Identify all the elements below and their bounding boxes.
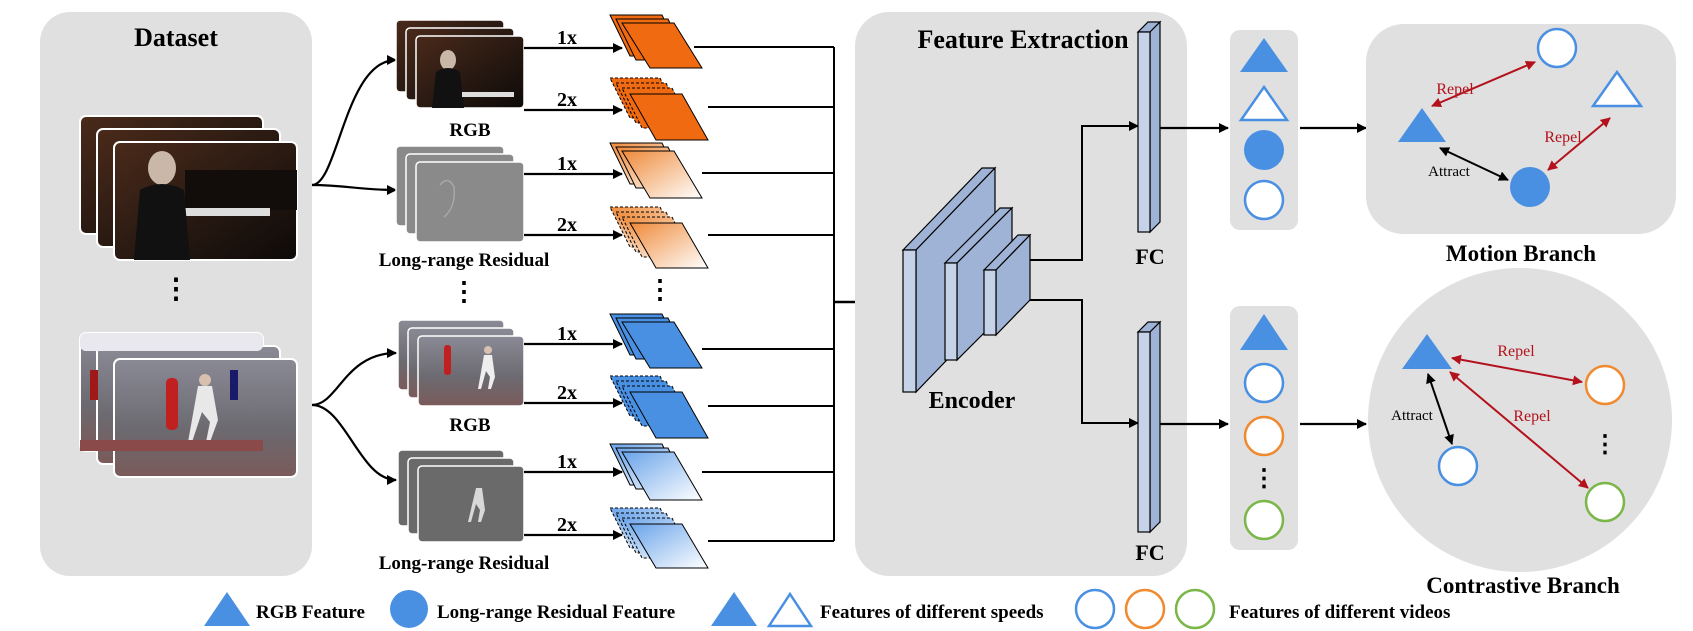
- contrastive-branch-blue-circle: [1437, 445, 1479, 487]
- rgb-feature-triangle-outline: [1238, 84, 1290, 122]
- motion-repel-label-2: Repel: [1544, 129, 1582, 146]
- legend-residual-circle-icon: [390, 590, 428, 628]
- legend-speed-triangle-icon: [711, 592, 757, 626]
- motion-triangle-outline: [1590, 69, 1644, 108]
- svg-text:2x: 2x: [557, 382, 577, 404]
- svg-text:2x: 2x: [557, 514, 577, 536]
- svg-text:1x: 1x: [557, 451, 577, 473]
- fc-layer-top: [1136, 20, 1162, 234]
- dataset-video-piano: [79, 115, 298, 261]
- residual-feature-circle-outline: [1243, 179, 1285, 221]
- feature-extraction-title: Feature Extraction: [917, 25, 1129, 54]
- speed-row-6: 2x: [524, 375, 709, 439]
- arrow-dataset-res-bottom: [311, 403, 397, 485]
- legend-residual-feature: Long-range Residual Feature: [437, 602, 675, 623]
- motion-branch-title: Motion Branch: [1446, 241, 1596, 266]
- motion-repel-arrow-2: [1547, 117, 1611, 171]
- contrastive-repel-label-2: Repel: [1513, 408, 1551, 425]
- residual-feature-circle: [1244, 130, 1284, 170]
- dataset-video-gym: [79, 332, 298, 478]
- dataset-dots: ⋮: [162, 274, 190, 305]
- legend-speed-triangle-outline-icon: [766, 591, 814, 628]
- motion-attract-label: Attract: [1428, 164, 1470, 180]
- legend-speed-features: Features of different speeds: [820, 602, 1044, 623]
- residual-frames-top: [395, 145, 525, 243]
- speed-row-8: 2x: [524, 507, 709, 569]
- rgb-frames-top: [395, 19, 525, 109]
- residual-label-top: Long-range Residual: [379, 250, 550, 271]
- contrastive-attract-label: Attract: [1391, 408, 1433, 424]
- contrastive-branch-dots: ⋮: [1593, 432, 1617, 458]
- fc-layer-bottom: [1136, 320, 1162, 534]
- rgb-feature-triangle: [1240, 38, 1288, 72]
- legend-green-circle-icon: [1174, 588, 1216, 630]
- legend-video-features: Features of different videos: [1229, 602, 1450, 623]
- contrastive-orange-circle: [1243, 415, 1285, 457]
- legend-blue-circle-icon: [1074, 588, 1116, 630]
- svg-text:1x: 1x: [557, 323, 577, 345]
- speed-row-4: 2x: [524, 206, 709, 269]
- legend-rgb-triangle-icon: [204, 592, 250, 626]
- contrastive-blue-circle: [1243, 362, 1285, 404]
- inputs-dots: ⋮: [451, 277, 477, 306]
- collector-lines: [694, 46, 835, 542]
- legend-orange-circle-icon: [1124, 588, 1166, 630]
- svg-text:2x: 2x: [557, 214, 577, 236]
- fc-label-top: FC: [1135, 244, 1164, 269]
- arrow-dataset-rgb-bottom: [311, 348, 397, 407]
- speed-row-3: 1x: [524, 142, 703, 199]
- rgb-frames-bottom: [397, 319, 525, 407]
- encoder-label: Encoder: [929, 388, 1016, 414]
- svg-text:2x: 2x: [557, 89, 577, 111]
- contrastive-repel-arrow-2: [1449, 371, 1589, 489]
- residual-label-bottom: Long-range Residual: [379, 553, 550, 574]
- motion-circle-outline: [1536, 27, 1578, 69]
- legend-rgb-feature: RGB Feature: [256, 602, 365, 623]
- arrow-encoder-fc-top: [1030, 121, 1139, 261]
- svg-text:1x: 1x: [557, 153, 577, 175]
- speed-row-5: 1x: [524, 313, 703, 369]
- contrastive-repel-label-1: Repel: [1497, 343, 1535, 360]
- arrow-encoder-fc-bottom: [1030, 299, 1139, 428]
- legend: RGB Feature Long-range Residual Feature …: [204, 588, 1450, 630]
- contrastive-rgb-triangle: [1240, 314, 1288, 350]
- motion-attract-arrow: [1439, 147, 1509, 181]
- rgb-label-bottom: RGB: [449, 415, 491, 436]
- contrastive-branch-green-circle: [1584, 481, 1626, 523]
- speed-row-1: 1x: [524, 14, 703, 69]
- motion-repel-label-1: Repel: [1436, 81, 1474, 98]
- residual-frames-bottom: [397, 449, 525, 543]
- fc-label-bottom: FC: [1135, 540, 1164, 565]
- motion-residual-circle: [1510, 167, 1550, 207]
- dataset-title: Dataset: [134, 23, 218, 52]
- arrow-dataset-rgb-top: [311, 55, 397, 187]
- speed-row-2: 2x: [524, 77, 709, 141]
- contrastive-branch-title: Contrastive Branch: [1426, 573, 1620, 598]
- contrastive-feature-dots: ⋮: [1252, 466, 1276, 492]
- speed-dots: ⋮: [647, 275, 673, 304]
- svg-text:1x: 1x: [557, 27, 577, 49]
- arrow-dataset-res-top: [311, 183, 397, 195]
- rgb-label-top: RGB: [449, 120, 491, 141]
- motion-repel-arrow-1: [1431, 60, 1536, 108]
- contrastive-branch-rgb-triangle: [1402, 334, 1452, 369]
- speed-row-7: 1x: [524, 443, 703, 501]
- contrastive-green-circle: [1243, 499, 1285, 541]
- contrastive-attract-arrow: [1426, 373, 1454, 445]
- contrastive-branch-orange-circle: [1584, 364, 1626, 406]
- motion-rgb-triangle: [1398, 108, 1446, 142]
